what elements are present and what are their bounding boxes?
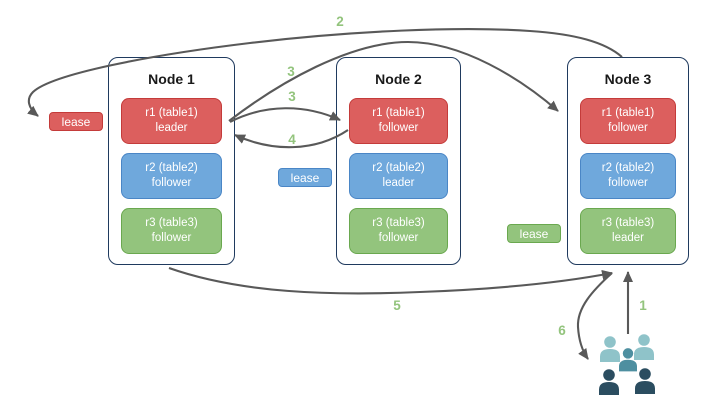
replica-role: follower xyxy=(608,122,648,134)
replica-role: leader xyxy=(612,232,644,244)
node3-r2-follower: r2 (table2) follower xyxy=(580,153,676,199)
node1-r3-follower: r3 (table3) follower xyxy=(121,208,222,254)
node-2-box: Node 2 r1 (table1) follower r2 (table2) … xyxy=(336,57,461,265)
arrow-5-node1-to-node3 xyxy=(168,267,613,295)
replica-role: follower xyxy=(378,122,419,134)
arrow-label-2: 2 xyxy=(336,14,344,29)
node-2-title: Node 2 xyxy=(375,71,422,87)
arrow-label-4: 4 xyxy=(288,132,296,147)
node2-r2-leader: r2 (table2) leader xyxy=(349,153,448,199)
arrow-label-5: 5 xyxy=(393,298,401,313)
node-1-box: Node 1 r1 (table1) leader r2 (table2) fo… xyxy=(108,57,235,265)
arrow-label-3b: 3 xyxy=(288,89,296,104)
replica-name: r3 (table3) xyxy=(372,216,425,229)
node3-r3-leader: r3 (table3) leader xyxy=(580,208,676,254)
node2-r3-follower: r3 (table3) follower xyxy=(349,208,448,254)
arrow-3-node1-to-node2 xyxy=(229,107,341,123)
node1-r2-follower: r2 (table2) follower xyxy=(121,153,222,199)
replica-role: follower xyxy=(151,177,192,189)
arrow-label-3a: 3 xyxy=(287,64,295,79)
replica-name: r1 (table1) xyxy=(601,106,655,119)
arrow-3-node1-to-node3 xyxy=(228,40,559,122)
replica-role: follower xyxy=(608,177,648,189)
users-group-icon xyxy=(599,334,655,395)
replica-role: leader xyxy=(155,122,188,134)
replica-role: leader xyxy=(382,177,415,189)
replica-name: r1 (table1) xyxy=(145,106,198,119)
node-3-title: Node 3 xyxy=(604,71,652,87)
replica-name: r1 (table1) xyxy=(372,106,425,119)
arrow-2-node3-to-lease1 xyxy=(27,28,623,117)
replica-name: r2 (table2) xyxy=(145,161,198,174)
replica-role: follower xyxy=(151,232,192,244)
node-3-box: Node 3 r1 (table1) follower r2 (table2) … xyxy=(567,57,689,265)
lease-badge-r1: lease xyxy=(49,112,103,131)
replica-name: r2 (table2) xyxy=(601,161,655,174)
arrow-label-6: 6 xyxy=(558,323,566,338)
replica-name: r2 (table2) xyxy=(372,161,425,174)
lease-badge-r3: lease xyxy=(507,224,561,243)
node1-r1-leader: r1 (table1) leader xyxy=(121,98,222,144)
node2-r1-follower: r1 (table1) follower xyxy=(349,98,448,144)
arrow-label-1: 1 xyxy=(639,298,647,313)
lease-badge-r2: lease xyxy=(278,168,332,187)
replica-name: r3 (table3) xyxy=(601,216,655,229)
node-1-title: Node 1 xyxy=(148,71,195,87)
replica-name: r3 (table3) xyxy=(145,216,198,229)
arrow-6-node3-to-users xyxy=(576,272,613,360)
arrow-4-node2-to-node1 xyxy=(234,129,349,149)
node3-r1-follower: r1 (table1) follower xyxy=(580,98,676,144)
replica-role: follower xyxy=(378,232,419,244)
